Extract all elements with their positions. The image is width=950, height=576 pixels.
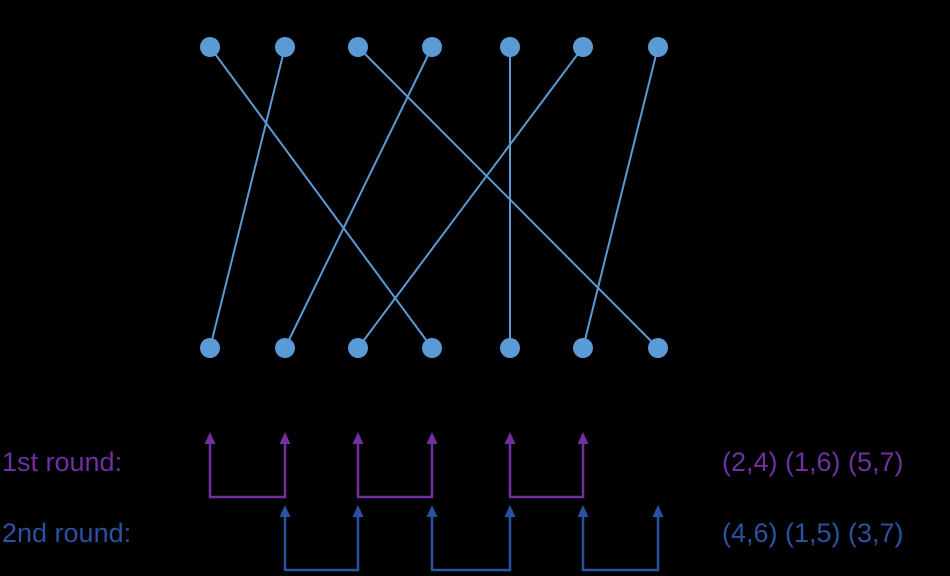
round1-bracket-1-2 bbox=[208, 440, 287, 499]
arrow-up-icon bbox=[426, 432, 438, 444]
edge-top4-bottom2 bbox=[284, 46, 433, 349]
bottom-node-3 bbox=[348, 338, 368, 358]
bottom-node-5 bbox=[500, 338, 520, 358]
round1-pairs-text: (2,4) (1,6) (5,7) bbox=[722, 447, 904, 477]
arrow-up-icon bbox=[279, 505, 291, 517]
arrow-up-icon bbox=[279, 432, 291, 444]
bottom-node-7 bbox=[648, 338, 668, 358]
arrow-up-icon bbox=[426, 505, 438, 517]
bottom-node-4 bbox=[422, 338, 442, 358]
top-node-3 bbox=[348, 37, 368, 57]
round1-label: 1st round: bbox=[2, 447, 123, 477]
arrow-up-icon bbox=[352, 505, 364, 517]
edge-top2-bottom1 bbox=[209, 46, 286, 349]
round2-bracket-6-7 bbox=[581, 513, 660, 572]
bottom-node-2 bbox=[275, 338, 295, 358]
top-node-1 bbox=[200, 37, 220, 57]
arrow-up-icon bbox=[652, 505, 664, 517]
bottom-node-1 bbox=[200, 338, 220, 358]
top-node-4 bbox=[422, 37, 442, 57]
round2-bracket-4-5 bbox=[430, 513, 512, 572]
top-node-2 bbox=[275, 37, 295, 57]
round2-bracket-2-3 bbox=[283, 513, 360, 572]
arrow-up-icon bbox=[577, 505, 589, 517]
edge-top1-bottom4 bbox=[209, 46, 433, 349]
top-node-6 bbox=[573, 37, 593, 57]
round1-bracket-5-6 bbox=[508, 440, 585, 499]
arrow-up-icon bbox=[352, 432, 364, 444]
arrow-up-icon bbox=[577, 432, 589, 444]
top-node-7 bbox=[648, 37, 668, 57]
edge-top6-bottom3 bbox=[357, 46, 584, 349]
top-node-5 bbox=[500, 37, 520, 57]
arrow-up-icon bbox=[204, 432, 216, 444]
edge-top7-bottom6 bbox=[582, 46, 659, 349]
round1-bracket-3-4 bbox=[356, 440, 434, 499]
bottom-node-6 bbox=[573, 338, 593, 358]
arrow-up-icon bbox=[504, 505, 516, 517]
round2-label: 2nd round: bbox=[2, 518, 132, 548]
arrow-up-icon bbox=[504, 432, 516, 444]
round2-pairs-text: (4,6) (1,5) (3,7) bbox=[722, 518, 904, 548]
edge-top3-bottom7 bbox=[357, 46, 659, 349]
